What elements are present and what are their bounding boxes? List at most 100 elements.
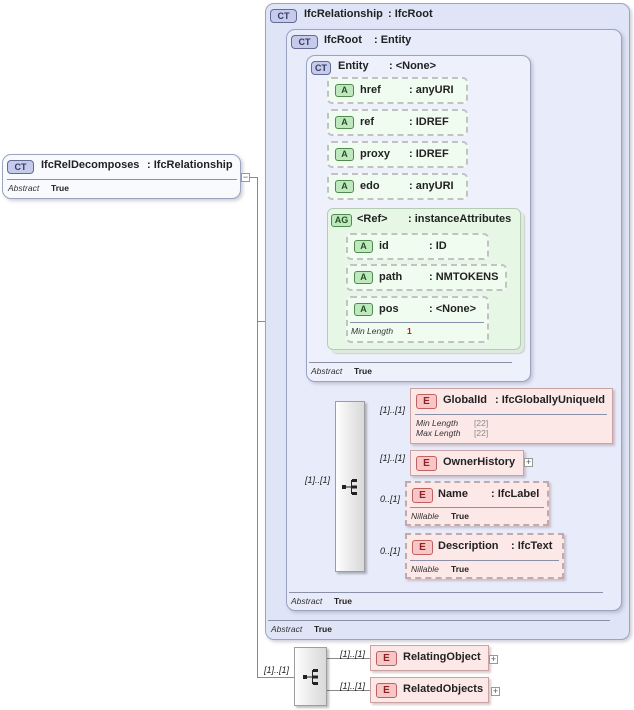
element-badge: E — [376, 683, 397, 698]
element-divider — [410, 560, 559, 561]
nillable-label: Nillable — [411, 564, 439, 574]
cardinality-label: [1]..[1] — [305, 475, 331, 485]
attribute-badge: A — [354, 271, 373, 284]
abstract-value: True — [334, 596, 352, 606]
sequence-compositor[interactable] — [294, 647, 327, 706]
attribute-path[interactable]: A path : NMTOKENS — [346, 264, 507, 291]
cardinality-label: [1]..[1] — [340, 649, 366, 659]
connector — [257, 321, 266, 322]
abstract-value: True — [51, 183, 69, 193]
element-badge: E — [376, 651, 397, 666]
attribute-name: edo — [360, 180, 380, 192]
abstract-label: Abstract — [291, 596, 323, 606]
element-type: : IfcLabel — [491, 488, 540, 500]
expand-toggle[interactable]: + — [491, 686, 500, 696]
element-name: RelatedObjects — [403, 683, 484, 695]
attribute-name: ref — [360, 116, 375, 128]
attribute-type: : IDREF — [409, 148, 449, 160]
attribute-name: pos — [379, 303, 399, 315]
attribute-badge: A — [354, 240, 373, 253]
element-name: Description — [438, 540, 499, 552]
attribute-group-badge: AG — [331, 214, 352, 227]
complex-type-badge: CT — [311, 61, 331, 75]
element-description[interactable]: E Description : IfcText Nillable True — [405, 533, 564, 579]
abstract-value: True — [314, 624, 332, 634]
cardinality-label: [1]..[1] — [380, 453, 406, 463]
element-relatingobject[interactable]: E RelatingObject — [370, 645, 489, 671]
abstract-label: Abstract — [271, 624, 303, 634]
attribute-badge: A — [335, 116, 354, 129]
element-name-field[interactable]: E Name : IfcLabel Nillable True — [405, 481, 549, 526]
attribute-badge: A — [335, 180, 354, 193]
expand-toggle[interactable]: + — [524, 457, 533, 467]
connector — [327, 658, 370, 659]
element-badge: E — [416, 456, 437, 471]
attribute-href[interactable]: A href : anyURI — [327, 77, 468, 104]
element-ownerhistory[interactable]: E OwnerHistory — [410, 450, 524, 476]
ifcrelationship-name: IfcRelationship — [304, 8, 383, 20]
ifcreldecomposes-node[interactable]: CT IfcRelDecomposes : IfcRelationship Ab… — [2, 154, 241, 199]
nillable-label: Nillable — [411, 511, 439, 521]
attribute-edo[interactable]: A edo : anyURI — [327, 173, 468, 200]
min-length-value: [22] — [474, 418, 489, 428]
complex-type-badge: CT — [291, 35, 318, 49]
nillable-value: True — [451, 511, 469, 521]
attribute-id[interactable]: A id : ID — [346, 233, 489, 260]
complex-type-badge: CT — [7, 160, 34, 174]
abstract-label: Abstract — [8, 183, 40, 193]
attribute-group-name: <Ref> — [357, 213, 388, 225]
max-length-label: Max Length — [416, 428, 461, 438]
min-length-label: Min Length — [416, 418, 459, 428]
cardinality-label: [1]..[1] — [380, 405, 406, 415]
attribute-name: href — [360, 84, 381, 96]
element-divider — [410, 507, 544, 508]
min-length-label: Min Length — [351, 326, 394, 336]
cardinality-label: [1]..[1] — [340, 681, 366, 691]
attribute-type: : ID — [429, 240, 447, 252]
element-divider — [415, 414, 607, 415]
min-length-value: 1 — [407, 326, 412, 336]
collapse-toggle[interactable]: − — [241, 172, 250, 182]
connector — [257, 177, 258, 677]
ifcreldecomposes-name: IfcRelDecomposes — [41, 159, 140, 171]
element-badge: E — [412, 540, 433, 555]
element-name: RelatingObject — [403, 651, 481, 663]
attribute-name: path — [379, 271, 403, 283]
ifcrelationship-base: : IfcRoot — [388, 8, 433, 20]
entity-name: Entity — [338, 60, 369, 72]
attribute-name: proxy — [360, 148, 390, 160]
sequence-icon — [342, 479, 357, 495]
node-divider — [289, 592, 603, 593]
entity-base: : <None> — [389, 60, 437, 72]
element-badge: E — [416, 394, 437, 409]
element-globalid[interactable]: E GlobalId : IfcGloballyUniqueId Min Len… — [410, 388, 613, 444]
node-divider — [268, 620, 610, 621]
attribute-type: : NMTOKENS — [429, 271, 499, 283]
attribute-badge: A — [335, 84, 354, 97]
attribute-pos[interactable]: A pos : <None> Min Length 1 — [346, 296, 489, 343]
node-divider — [7, 179, 237, 180]
element-name: Name — [438, 488, 468, 500]
node-divider — [309, 362, 512, 363]
element-name: GlobalId — [443, 394, 487, 406]
attribute-type: : anyURI — [409, 180, 454, 192]
element-type: : IfcGloballyUniqueId — [495, 394, 606, 406]
cardinality-label: 0..[1] — [380, 546, 401, 556]
element-relatedobjects[interactable]: E RelatedObjects — [370, 677, 489, 703]
attribute-proxy[interactable]: A proxy : IDREF — [327, 141, 468, 168]
ifcroot-base: : Entity — [374, 34, 412, 46]
sequence-icon — [303, 669, 318, 685]
attribute-ref[interactable]: A ref : IDREF — [327, 109, 468, 136]
element-badge: E — [412, 488, 433, 503]
nillable-value: True — [451, 564, 469, 574]
complex-type-badge: CT — [270, 9, 297, 23]
element-type: : IfcText — [511, 540, 553, 552]
sequence-compositor[interactable] — [335, 401, 365, 572]
expand-toggle[interactable]: + — [489, 654, 498, 664]
attribute-type: : IDREF — [409, 116, 449, 128]
ifcroot-name: IfcRoot — [324, 34, 362, 46]
ifcreldecomposes-base: : IfcRelationship — [147, 159, 233, 171]
attribute-divider — [350, 322, 484, 323]
abstract-value: True — [354, 366, 372, 376]
attribute-badge: A — [335, 148, 354, 161]
